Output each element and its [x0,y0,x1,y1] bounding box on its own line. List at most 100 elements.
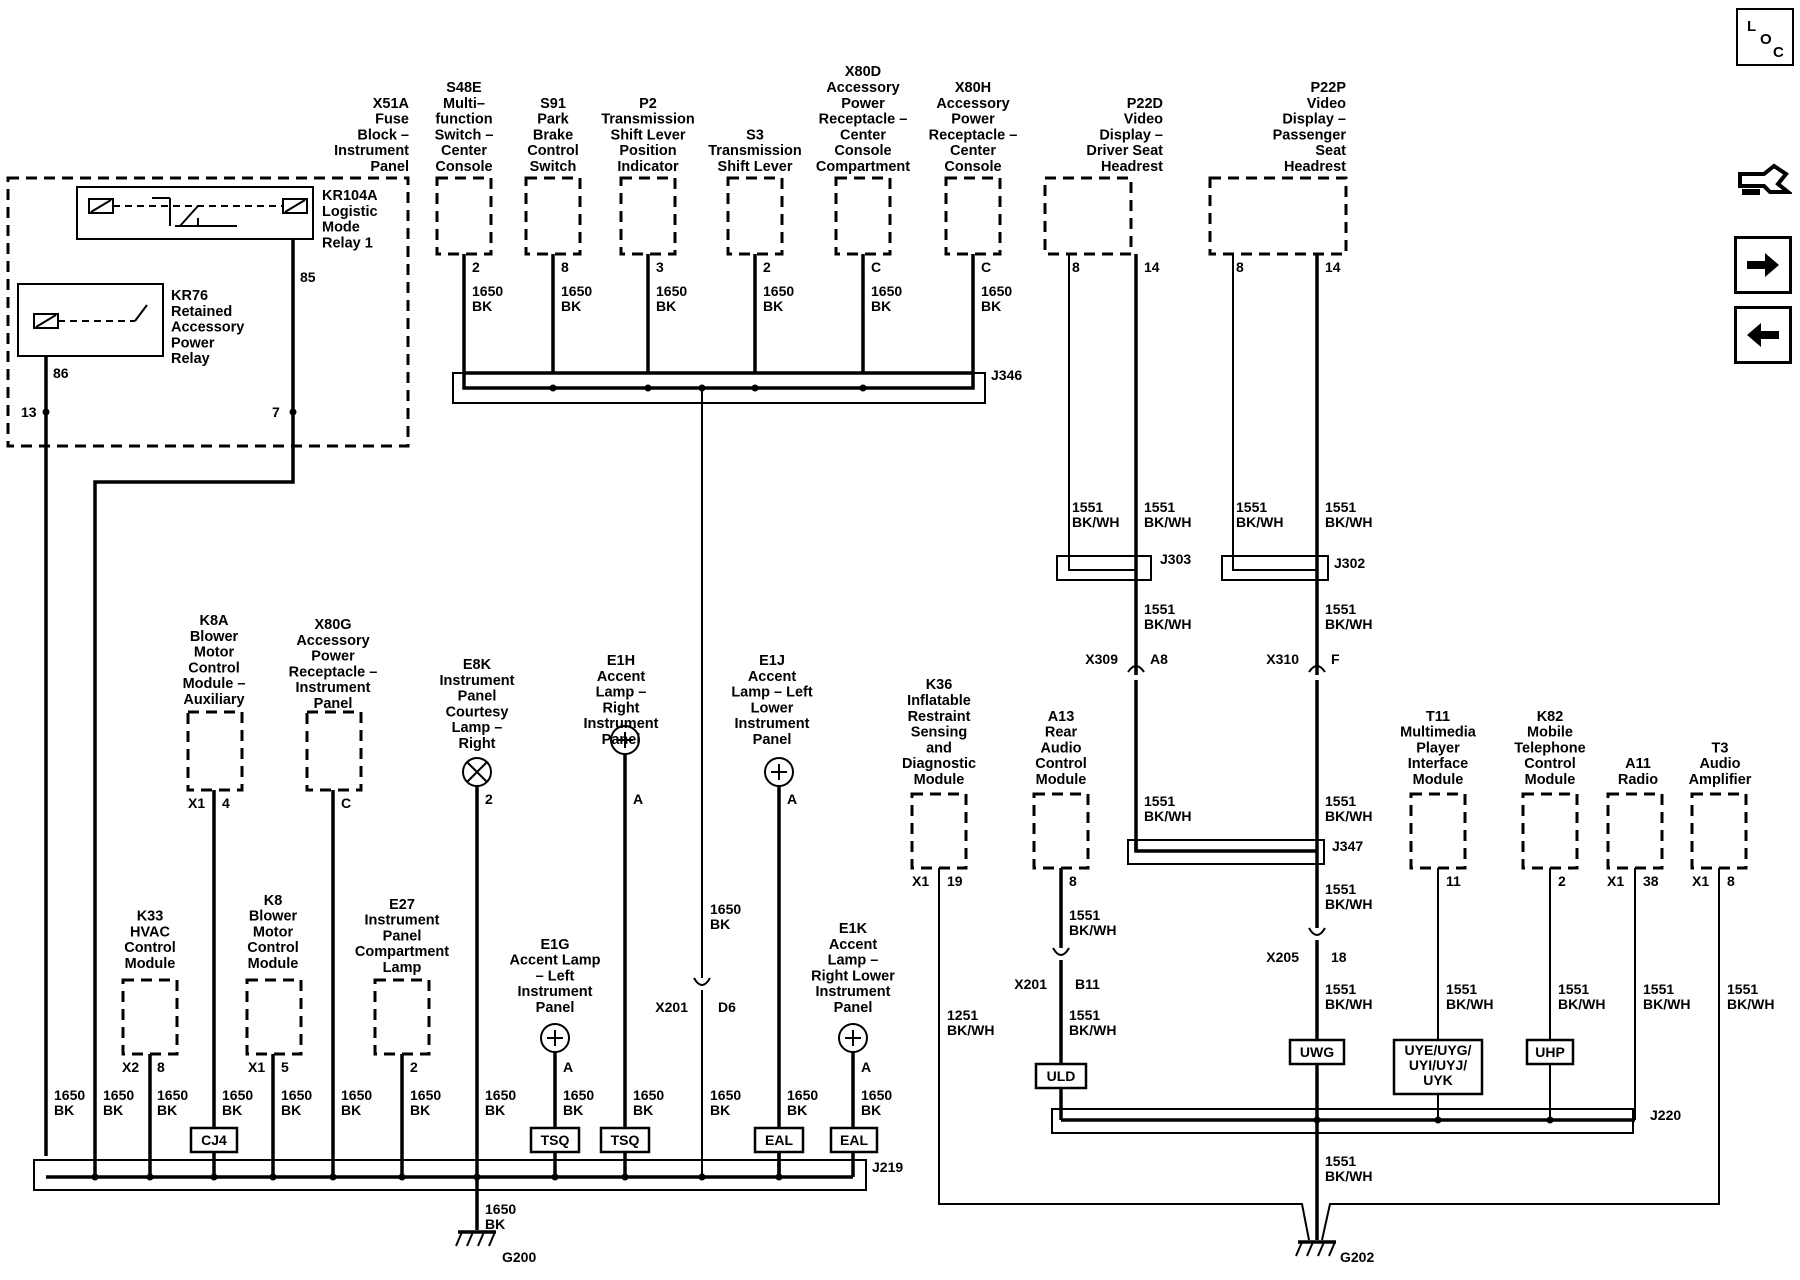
connector-label-x205: X205 [1266,949,1299,965]
relay-kr104a [76,186,314,240]
wire-label-circuit: 1650 [103,1087,134,1103]
component-label-t11: Module [1413,772,1464,788]
wire-label-color: BK/WH [1069,1022,1116,1038]
ground-label-g200: G200 [502,1249,536,1265]
component-label-e1g: Panel [536,1000,575,1016]
pin-e8k: 2 [485,791,493,807]
pin-d6: D6 [718,999,736,1015]
wire-label-color: BK/WH [947,1022,994,1038]
component-label-e1h: Right [602,700,639,716]
pin-e1j: A [787,791,797,807]
component-label-e1k: Right Lower [811,968,895,984]
component-label-p22p: Seat [1315,143,1346,159]
pin-13: 13 [21,404,37,420]
wire-label-color: BK/WH [1069,922,1116,938]
component-label-s48e: S48E [446,80,482,96]
component-label-x51a: Instrument [334,143,409,159]
wire-label-color: BK [157,1102,177,1118]
component-label-p22d: Headrest [1101,159,1163,175]
component-label-x51a: X51A [373,96,410,112]
wire-label-color: BK [871,298,891,314]
wire-pin-7 [93,412,295,1177]
wire-label-color: BK/WH [1144,616,1191,632]
component-label-kr76: Retained [171,304,232,320]
component-label-kr76: Relay [171,351,210,367]
component-label-p22d: Driver Seat [1086,143,1163,159]
component-label-s48e: Center [441,143,487,159]
wire-label-circuit: 1551 [1643,981,1674,997]
wire-label-circuit: 1551 [1325,881,1356,897]
wire-label-circuit: 1551 [1727,981,1758,997]
wire-label-color: BK [763,298,783,314]
wire-label-circuit: 1650 [710,1087,741,1103]
wire-label-circuit: 1551 [1144,499,1175,515]
lamp-e1k-symbol [838,1023,868,1053]
loc-button[interactable]: L O C [1736,8,1794,66]
component-label-e1j: Panel [753,732,792,748]
component-label-e1h: Lamp – [596,685,647,701]
component-label-e8k: Panel [458,689,497,705]
component-label-x80g: X80G [314,617,351,633]
component-label-s48e: Switch – [435,127,494,143]
component-label-x80d: Receptacle – [819,112,908,128]
pin-b11: B11 [1075,976,1100,992]
component-label-k8: K8 [264,893,283,909]
component-label-k36: Sensing [911,725,967,741]
wire-label-color: BK [54,1102,74,1118]
component-label-x80g: Power [311,649,355,665]
component-label-e27: Lamp [383,960,422,976]
splice-j302 [1221,555,1329,581]
arrow-left-icon[interactable] [1734,306,1792,364]
pin-a11_x: X1 [1607,873,1624,889]
relay-kr76 [17,283,164,357]
tag-label-tsq1: TSQ [541,1132,570,1148]
arrow-right-icon[interactable] [1734,236,1792,294]
wire-label-circuit: 1650 [485,1201,516,1217]
component-label-e27: Panel [383,928,422,944]
component-label-e8k: E8K [463,657,492,673]
component-label-e1h: Accent [597,669,646,685]
component-label-x80g: Accessory [296,633,369,649]
component-label-x80h: Power [951,112,995,128]
wire-label-color: BK/WH [1325,808,1372,824]
tag-eal-2 [829,1126,879,1154]
component-label-e1k: Panel [834,1000,873,1016]
tag-label-uye: UYE/UYG/ [1405,1042,1472,1058]
tag-label-uye: UYI/UYJ/ [1409,1057,1467,1073]
pin-p2: 3 [656,259,664,275]
component-label-p22d: P22D [1127,96,1163,112]
tag-uwg [1288,1038,1346,1066]
component-label-k8a: Auxiliary [183,692,244,708]
wire-label-circuit: 1650 [633,1087,664,1103]
tag-label-uwg: UWG [1300,1044,1334,1060]
component-label-s91: Park [537,112,569,128]
component-label-e1g: E1G [540,937,569,953]
component-label-e8k: Right [458,736,495,752]
connector-label-x310: X310 [1266,651,1299,667]
component-label-e1h: Panel [602,732,641,748]
component-label-k8: Blower [249,909,298,925]
wire-label-color: BK [561,298,581,314]
wire-label-circuit: 1551 [1144,793,1175,809]
splice-label-j220: J220 [1650,1107,1681,1123]
splice-label-j346: J346 [991,367,1022,383]
wire-label-color: BK [710,916,730,932]
wire-label-circuit: 1650 [54,1087,85,1103]
pin-a11: 38 [1643,873,1659,889]
wrench-hand-icon[interactable] [1734,152,1792,210]
pin-s3: 2 [763,259,771,275]
component-label-x80g: Panel [314,696,353,712]
wire-label-circuit: 1650 [861,1087,892,1103]
splice-j303 [1056,555,1152,581]
component-label-p2: Position [619,143,676,159]
component-label-s3: Shift Lever [718,159,793,175]
wire-label-color: BK [410,1102,430,1118]
pin-85: 85 [300,269,316,285]
component-label-t11: T11 [1426,709,1450,725]
wire-label-color: BK [633,1102,653,1118]
wire-label-color: BK [981,298,1001,314]
component-label-k8a: Module – [183,676,246,692]
arrow-left-glyph [1747,323,1779,347]
pin-p22p_8: 8 [1236,259,1244,275]
wire-label-color: BK/WH [1325,1168,1372,1184]
